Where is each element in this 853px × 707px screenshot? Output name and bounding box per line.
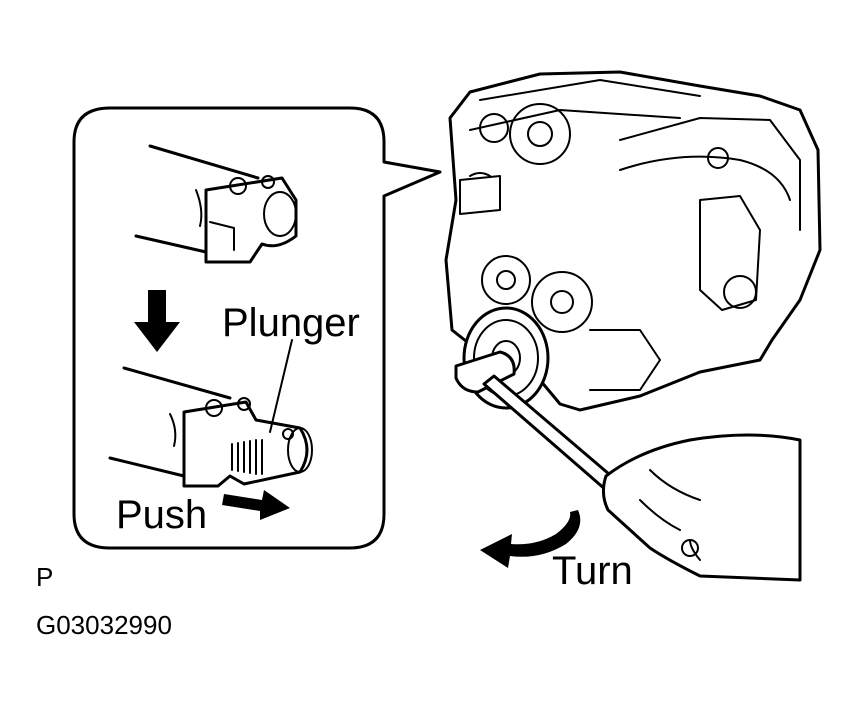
figure-code: G03032990: [36, 610, 172, 640]
plunger-label: Plunger: [222, 301, 360, 345]
down-arrow-icon: [134, 290, 180, 352]
push-arrow-icon: [222, 490, 290, 520]
hand-illustration: [601, 433, 802, 582]
push-label: Push: [116, 493, 207, 537]
tensioner-detail-before: [134, 144, 298, 264]
turn-label: Turn: [552, 549, 633, 593]
view-letter: P: [36, 562, 53, 592]
turn-arrow-icon: [480, 510, 581, 568]
tensioner-detail-after: [108, 366, 313, 488]
callout-bubble: [72, 106, 442, 550]
plunger-leader-line: [269, 339, 293, 433]
